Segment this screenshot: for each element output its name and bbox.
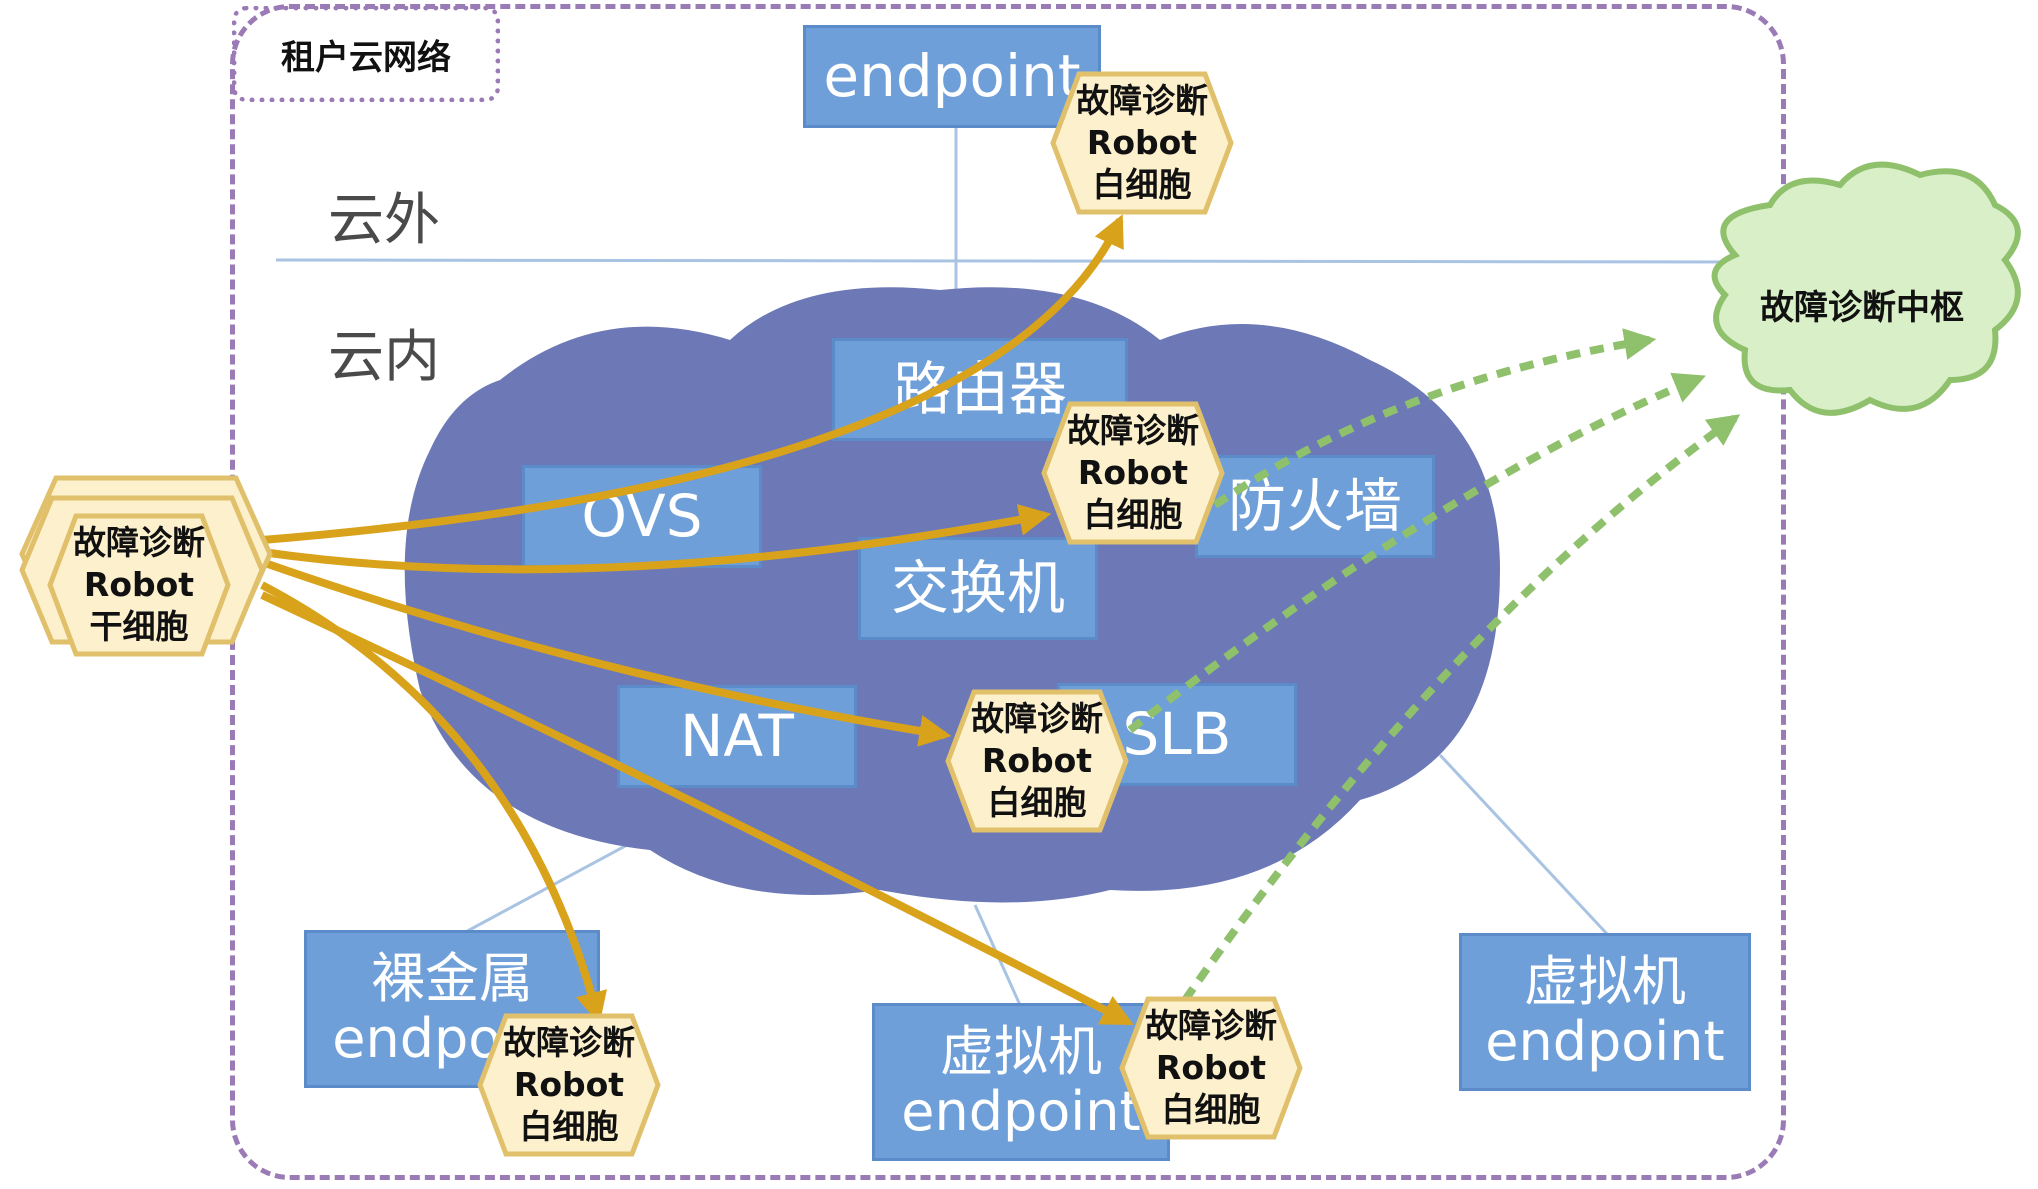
report-arrow-firewall — [1212, 328, 1657, 509]
zone-inside-label: 云内 — [328, 325, 440, 390]
switch-label: 交换机 — [890, 554, 1065, 623]
firewall-label: 防火墙 — [1227, 472, 1402, 541]
robot-title: 故障诊断 — [1067, 410, 1199, 450]
stem-robot-hexagon-icon — [47, 513, 231, 657]
vm-right-label: 虚拟机 — [1524, 949, 1686, 1013]
nat-label: NAT — [680, 702, 794, 771]
robot-title: 故障诊断 — [971, 698, 1103, 738]
bare-metal-label: 裸金属 — [371, 946, 533, 1010]
robot-title: 故障诊断 — [1145, 1005, 1277, 1045]
ovs-box: OVS — [522, 465, 762, 568]
report-arrow-slb — [1127, 372, 1706, 734]
diagnosis-hub-label: 故障诊断中枢 — [1760, 288, 1964, 328]
white-robot-slb: 故障诊断 Robot 白细胞 — [944, 688, 1130, 834]
robot-name: Robot — [1155, 1047, 1267, 1087]
robot-name: Robot — [1086, 122, 1198, 162]
stem-robot-name: Robot — [83, 564, 195, 604]
zone-outside-label: 云外 — [328, 188, 440, 253]
robot-type: 白细胞 — [1083, 495, 1183, 535]
robot-type: 白细胞 — [1092, 165, 1192, 205]
white-robot-firewall: 故障诊断 Robot 白细胞 — [1040, 400, 1226, 546]
cloud-boundary-line — [275, 258, 1741, 264]
tenant-network-label: 租户云网络 — [232, 6, 500, 102]
robot-title: 故障诊断 — [1076, 80, 1208, 120]
vm-center-label: 虚拟机 — [940, 1019, 1102, 1083]
robot-name: Robot — [513, 1064, 625, 1104]
stem-robot-type: 干细胞 — [89, 607, 189, 647]
link-vm-right — [1438, 753, 1610, 937]
nat-box: NAT — [617, 685, 857, 788]
vm-right-endpoint-label: endpoint — [1485, 1010, 1725, 1073]
diagnosis-hub-cloud — [1711, 161, 2021, 416]
robot-name: Robot — [1077, 452, 1189, 492]
deploy-arrow-endpoint — [261, 214, 1124, 544]
hexagon-icon — [1119, 996, 1303, 1140]
deploy-arrow-slb — [260, 558, 952, 747]
vm-center-endpoint-label: endpoint — [901, 1080, 1141, 1143]
firewall-box: 防火墙 — [1195, 455, 1435, 558]
vm-right-endpoint-box: 虚拟机 endpoint — [1459, 933, 1751, 1091]
hexagon-icon — [945, 689, 1129, 833]
stem-robot: 故障诊断 Robot 干细胞 — [46, 512, 232, 658]
white-robot-endpoint: 故障诊断 Robot 白细胞 — [1049, 70, 1235, 216]
deploy-arrow-firewall — [261, 504, 1052, 574]
robot-name: Robot — [981, 740, 1093, 780]
endpoint-top-label: endpoint — [823, 42, 1081, 111]
hexagon-icon — [1050, 71, 1234, 215]
white-robot-vm: 故障诊断 Robot 白细胞 — [1118, 995, 1304, 1141]
robot-type: 白细胞 — [519, 1107, 619, 1147]
deploy-arrow-vm — [260, 591, 1134, 1026]
robot-type: 白细胞 — [987, 783, 1087, 823]
hexagon-icon — [477, 1013, 661, 1157]
stem-robot-title: 故障诊断 — [73, 522, 205, 562]
hexagon-icon — [1041, 401, 1225, 545]
slb-label: SLB — [1122, 700, 1232, 769]
white-robot-bare-metal: 故障诊断 Robot 白细胞 — [476, 1012, 662, 1158]
robot-title: 故障诊断 — [503, 1022, 635, 1062]
switch-box: 交换机 — [858, 537, 1098, 640]
report-arrow-vm — [1181, 414, 1741, 1003]
robot-type: 白细胞 — [1161, 1090, 1261, 1130]
